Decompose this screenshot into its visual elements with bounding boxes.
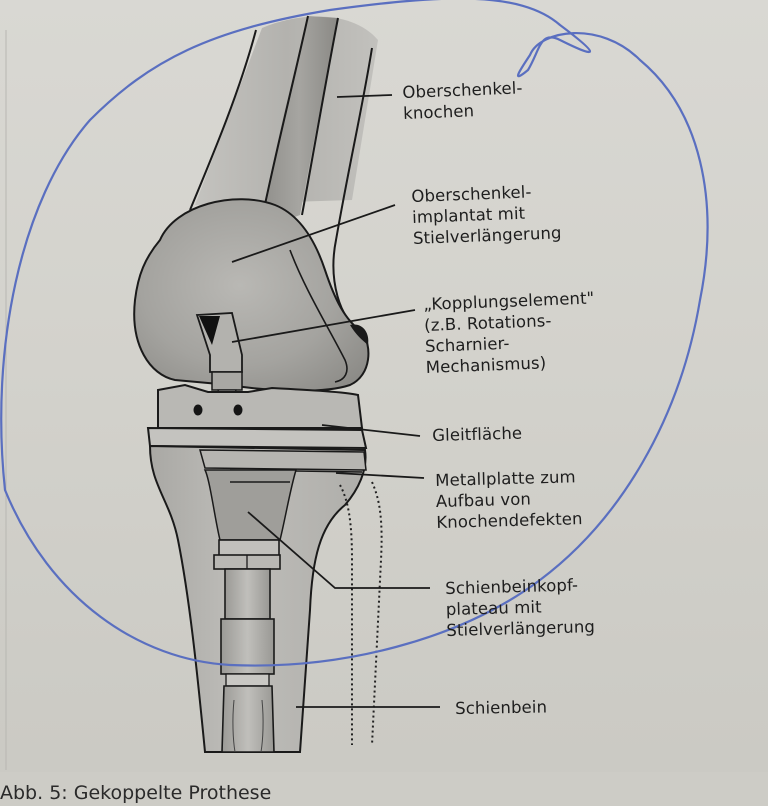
label-metal-plate: Metallplatte zum Aufbau von Knochendefek… <box>435 467 583 532</box>
label-femoral-implant: Oberschenkel- implantat mit Stielverläng… <box>411 182 562 248</box>
figure-caption: Abb. 5: Gekoppelte Prothese <box>0 782 272 804</box>
label-femur-bone: Oberschenkel- knochen <box>402 78 523 123</box>
label-tibia: Schienbein <box>455 697 548 718</box>
label-tibial-plateau: Schienbeinkopf- plateau mit Stielverläng… <box>445 575 596 640</box>
label-coupling-element: „Kopplungselement" (z.B. Rotations- Scha… <box>423 288 595 377</box>
ink-annotation-loop <box>0 0 709 667</box>
label-gliding-surface: Gleitfläche <box>432 423 523 445</box>
